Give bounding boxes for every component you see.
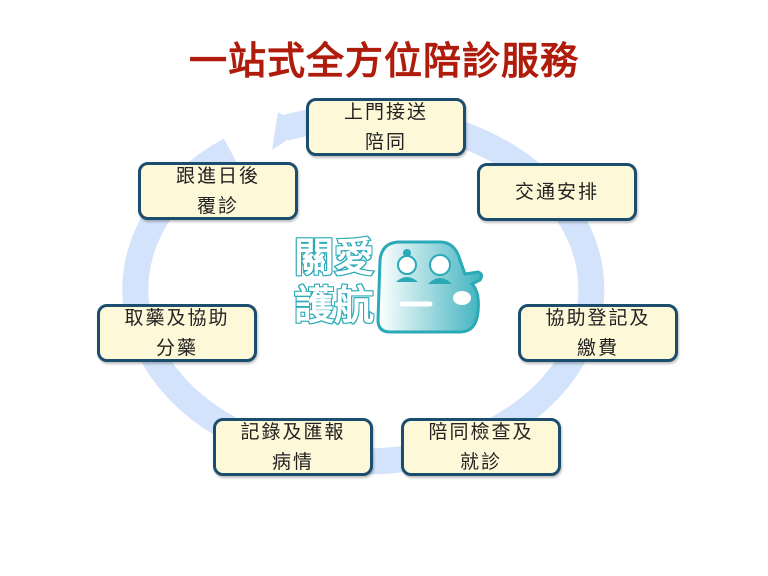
step-label: 協助登記及: [545, 307, 651, 329]
step-label: 記錄及匯報: [240, 421, 346, 443]
step-checkup: 陪同檢查及 就診: [401, 418, 561, 476]
step-medication: 取藥及協助 分藥: [97, 304, 257, 362]
step-label: 陪同檢查及: [428, 421, 534, 443]
step-followup: 跟進日後 覆診: [138, 162, 298, 220]
step-transport: 交通安排: [477, 163, 637, 221]
step-label: 取藥及協助: [124, 307, 230, 329]
arrow-head-icon: [272, 112, 305, 150]
step-label: 跟進日後: [175, 165, 260, 187]
step-label: 上門接送: [343, 101, 428, 123]
step-report: 記錄及匯報 病情: [213, 418, 373, 476]
step-registration: 協助登記及 繳費: [518, 304, 678, 362]
woman-icon: [396, 249, 418, 282]
step-label: 病情: [271, 451, 314, 473]
step-label: 覆診: [196, 195, 239, 217]
car-icon: [376, 240, 484, 334]
logo-line1: 關愛: [293, 234, 375, 282]
step-label: 就診: [459, 451, 502, 473]
step-label: 交通安排: [514, 181, 599, 203]
logo-line2: 護航: [293, 282, 375, 330]
step-pickup: 上門接送 陪同: [306, 98, 466, 156]
page-title: 一站式全方位陪診服務: [188, 39, 579, 83]
step-label: 繳費: [576, 337, 619, 359]
logo-text: 關愛 護航: [293, 234, 375, 330]
step-label: 分藥: [155, 337, 198, 359]
care-escort-logo: 關愛 護航: [290, 232, 490, 342]
step-label: 陪同: [364, 131, 407, 153]
elderly-man-icon: [428, 254, 452, 284]
